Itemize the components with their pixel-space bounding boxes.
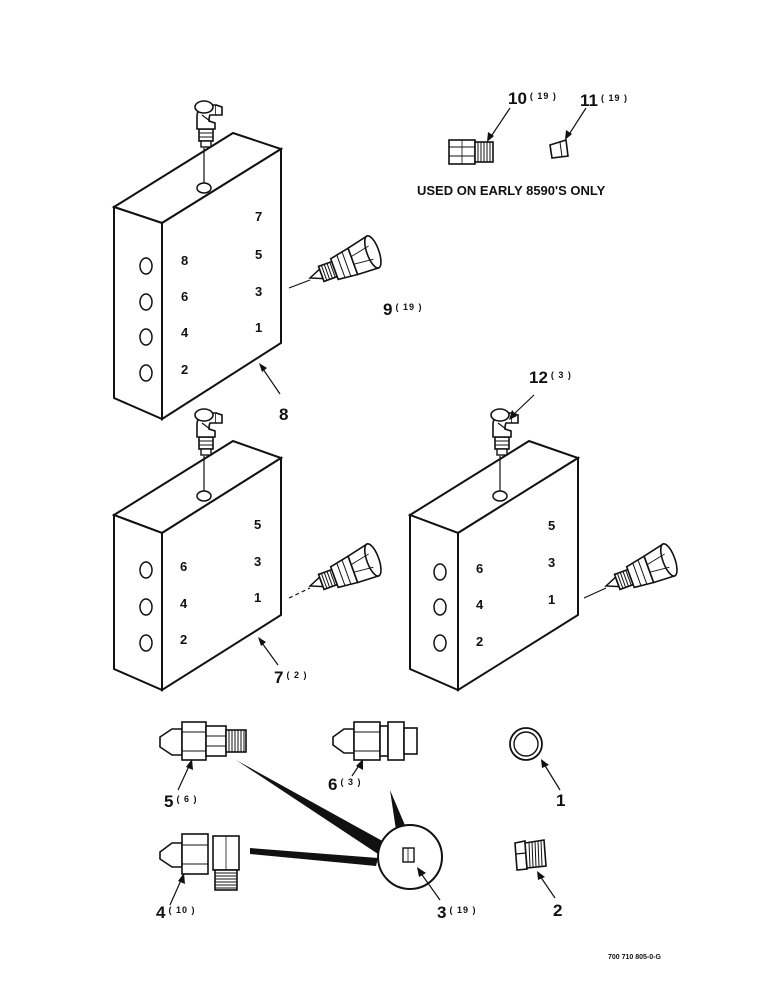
block12-port-right-1: 5: [548, 518, 556, 533]
block7-port-right-2: 3: [254, 554, 262, 569]
callout-10: 10( 19 ): [508, 89, 557, 108]
block8-port-left-1: 8: [181, 253, 189, 268]
callout-7: 7( 2 ): [274, 668, 308, 687]
plug-2: [514, 839, 556, 899]
callout-3: 3( 19 ): [437, 903, 477, 922]
fitting-10-11: [448, 107, 587, 165]
block12-port-left-2: 4: [476, 597, 484, 612]
block8-port-left-3: 4: [181, 325, 189, 340]
block8-port-right-4: 1: [255, 320, 263, 335]
fitting-5: [159, 721, 247, 791]
callout-9: 9( 19 ): [383, 300, 423, 319]
callout-5: 5( 6 ): [164, 792, 198, 811]
block7-port-right-1: 5: [254, 517, 262, 532]
block7-port-left-3: 2: [180, 632, 188, 647]
fitting-6: [332, 721, 418, 777]
callout-12: 12( 3 ): [529, 368, 572, 387]
fitting-4: [159, 833, 240, 906]
block12-port-right-2: 3: [548, 555, 556, 570]
block8-port-right-3: 3: [255, 284, 263, 299]
block12-port-left-1: 6: [476, 561, 484, 576]
callout-4: 4( 10 ): [156, 903, 196, 922]
distribution-block-8: [111, 100, 386, 421]
block7-port-left-1: 6: [180, 559, 188, 574]
distribution-block-12: [407, 394, 682, 692]
block7-port-right-3: 1: [254, 590, 262, 605]
callout-11: 11( 19 ): [580, 91, 628, 110]
callout-8: 8: [279, 405, 289, 424]
block8-port-left-4: 2: [181, 362, 189, 377]
early-8590-note: USED ON EARLY 8590'S ONLY: [417, 183, 606, 198]
o-ring-1: [509, 727, 561, 791]
drawing-code: 700 710 805-0-G: [608, 954, 661, 961]
block8-port-right-1: 7: [255, 209, 263, 224]
ferrule-3-detail: [236, 760, 443, 901]
callout-1: 1: [556, 791, 566, 810]
distribution-block-7: [111, 408, 386, 692]
block12-port-left-3: 2: [476, 634, 484, 649]
block8-port-right-2: 5: [255, 247, 263, 262]
block8-port-left-2: 6: [181, 289, 189, 304]
callout-6: 6( 3 ): [328, 775, 362, 794]
block12-port-right-3: 1: [548, 592, 556, 607]
callout-2: 2: [553, 901, 563, 920]
block7-port-left-2: 4: [180, 596, 188, 611]
